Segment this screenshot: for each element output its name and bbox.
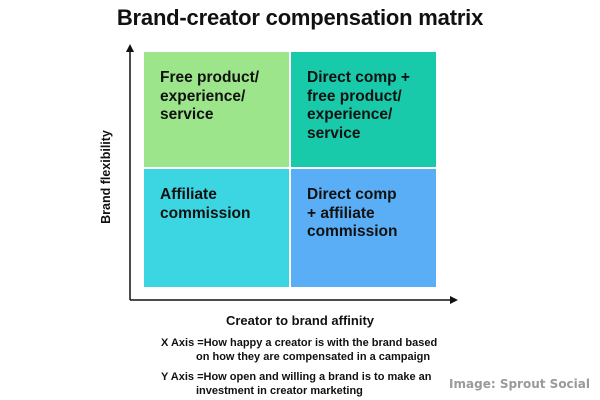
image-credit: Image: Sprout Social (449, 377, 590, 391)
y-axis-label: Brand flexibility (99, 130, 113, 224)
y-axis-arrow (126, 44, 134, 52)
y-axis-definition-term: Y Axis = (161, 371, 204, 383)
y-axis-definition-line1: How open and willing a brand is to make … (203, 371, 432, 383)
x-axis-definition-line2: on how they are compensated in a campaig… (196, 350, 431, 363)
quadrant-bottom-left: Affiliate commission (144, 169, 289, 287)
x-axis-definition: X Axis = How happy a creator is with the… (161, 337, 437, 364)
x-axis-definition-term: X Axis = (161, 337, 204, 349)
quadrant-top-right: Direct comp + free product/ experience/ … (291, 52, 436, 167)
y-axis-definition-line2: investment in creator marketing (196, 384, 363, 397)
quadrant-top-left: Free product/ experience/ service (144, 52, 289, 167)
x-axis-definition-line1: How happy a creator is with the brand ba… (203, 337, 438, 349)
x-axis-label: Creator to brand affinity (225, 313, 375, 328)
quadrant-bottom-right: Direct comp + affiliate commission (291, 169, 436, 287)
x-axis-arrow (450, 296, 458, 304)
y-axis-definition: Y Axis = How open and willing a brand is… (161, 371, 432, 398)
page-title: Brand-creator compensation matrix (116, 5, 484, 30)
